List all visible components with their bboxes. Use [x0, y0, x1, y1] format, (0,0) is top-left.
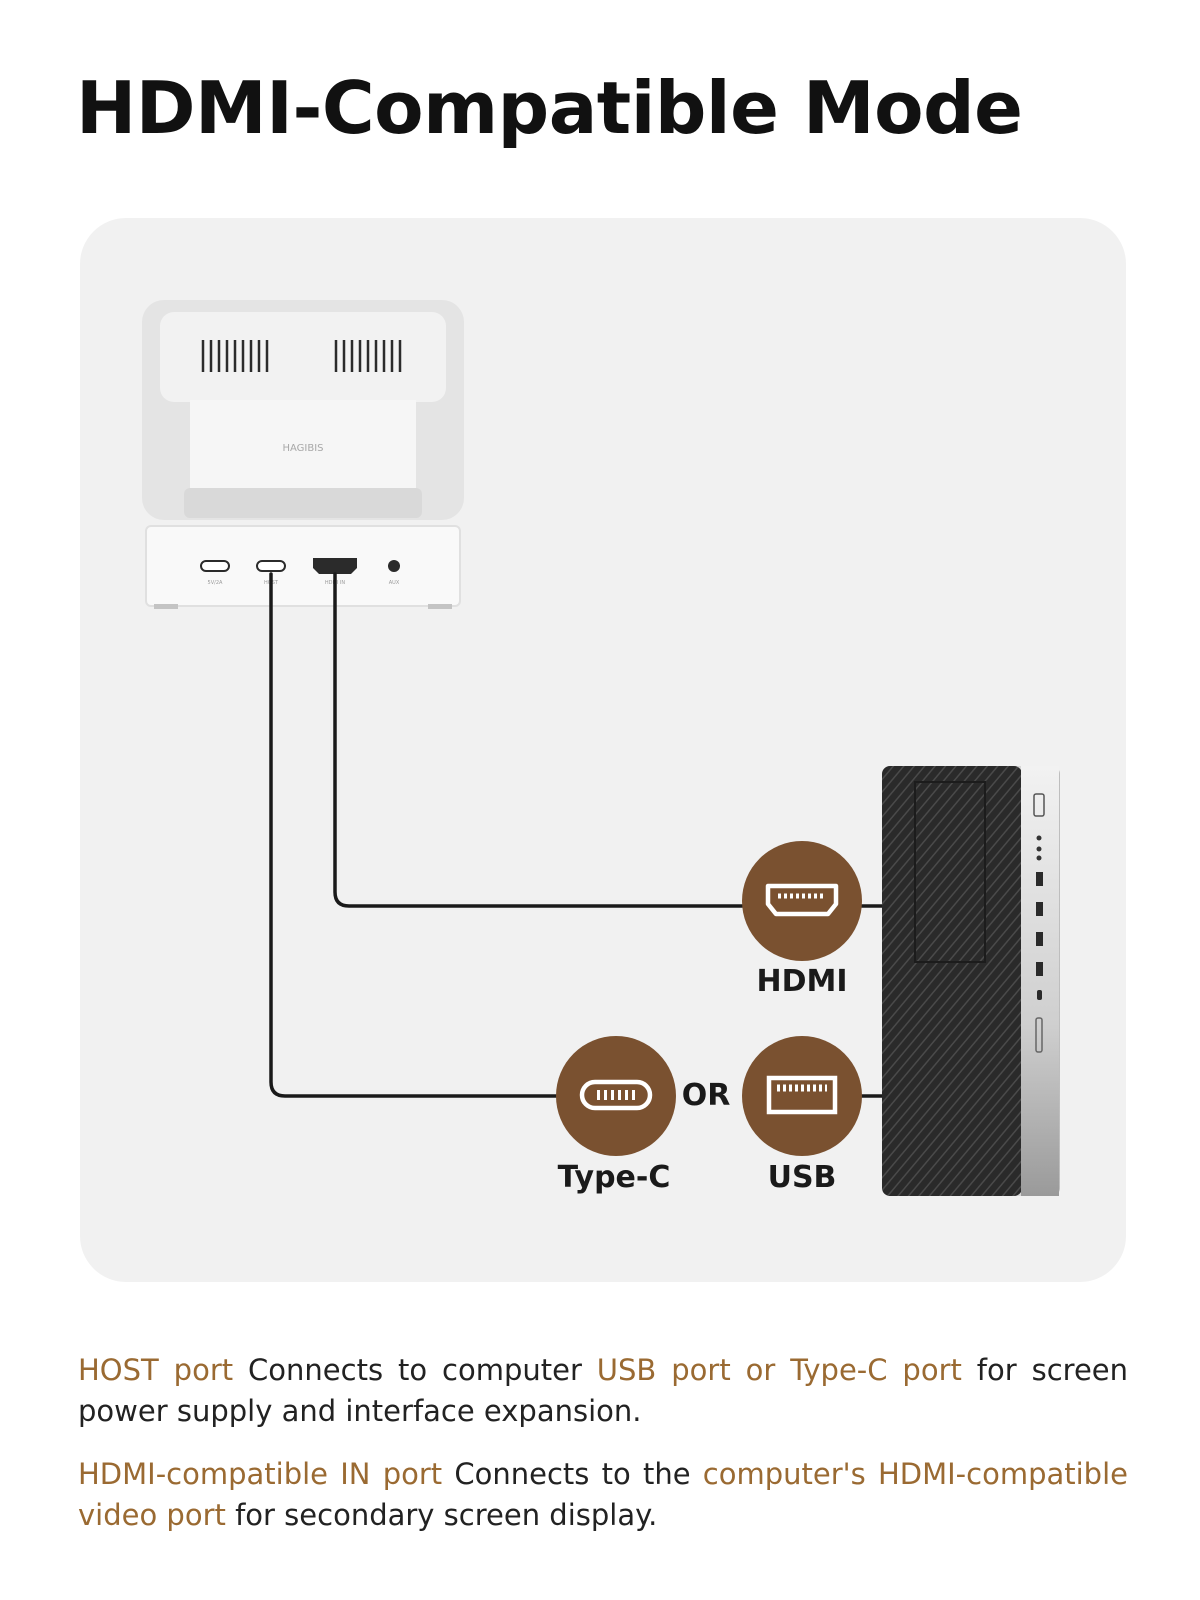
port-host-icon	[256, 560, 286, 572]
or-label: OR	[681, 1078, 731, 1113]
host-port-highlight: HOST port	[78, 1353, 234, 1387]
stand-hinge	[184, 488, 422, 518]
hdmi-cable	[333, 572, 744, 908]
type-c-connector-badge	[556, 1036, 676, 1156]
hdmi-in-port-description: HDMI-compatible IN port Connects to the …	[78, 1454, 1128, 1536]
port-hdmi-in-icon	[313, 558, 357, 574]
stand-base	[145, 525, 461, 607]
hdmi-connector-badge	[742, 841, 862, 961]
tower-io-strip	[1021, 766, 1059, 1196]
host-port-text: Connects to computer	[233, 1353, 597, 1387]
usb-port-icon	[766, 1075, 838, 1115]
host-port-text-end: for screen power supply and interface ex…	[78, 1353, 1129, 1428]
vent-grille-right-icon	[334, 340, 402, 372]
usb-typec-highlight: USB port or Type-C port	[596, 1353, 962, 1387]
host-cable	[269, 572, 558, 1098]
monitor-stand-plate	[190, 400, 416, 492]
cables	[269, 572, 884, 1098]
hdmi-label: HDMI	[756, 964, 848, 999]
desktop-tower	[882, 766, 1060, 1196]
power-button-icon	[1033, 793, 1045, 817]
port-aux-icon	[388, 560, 400, 572]
tower-usb-ports-icon	[1036, 872, 1043, 1000]
hdmi-in-port-text: Connects to the	[442, 1457, 703, 1491]
usb-connector-badge	[742, 1036, 862, 1156]
hdmi-in-port-text-end: for secondary screen display.	[225, 1498, 658, 1532]
vent-grille-left-icon	[201, 340, 269, 372]
tower-front-grille	[882, 766, 1022, 1196]
port-label-aux: AUX	[389, 580, 400, 586]
hdmi-port-icon	[765, 883, 839, 917]
portable-monitor: HAGIBIS 5V/2A HOST HDMI IN AUX	[142, 300, 464, 609]
brand-logo: HAGIBIS	[282, 443, 323, 454]
usb-label: USB	[767, 1160, 837, 1195]
card-slot-icon	[1035, 1017, 1043, 1053]
page-title: HDMI-Compatible Mode	[76, 66, 1023, 150]
port-5v-icon	[200, 560, 230, 572]
video-port-highlight: computer's HDMI-compatible video port	[78, 1457, 1128, 1532]
host-port-description: HOST port Connects to computer USB port …	[78, 1350, 1128, 1432]
type-c-port-icon	[579, 1079, 653, 1111]
port-label-5v: 5V/2A	[208, 580, 223, 586]
hdmi-in-port-highlight: HDMI-compatible IN port	[78, 1457, 443, 1491]
monitor-top-housing	[160, 312, 446, 402]
type-c-label: Type-C	[557, 1160, 671, 1195]
